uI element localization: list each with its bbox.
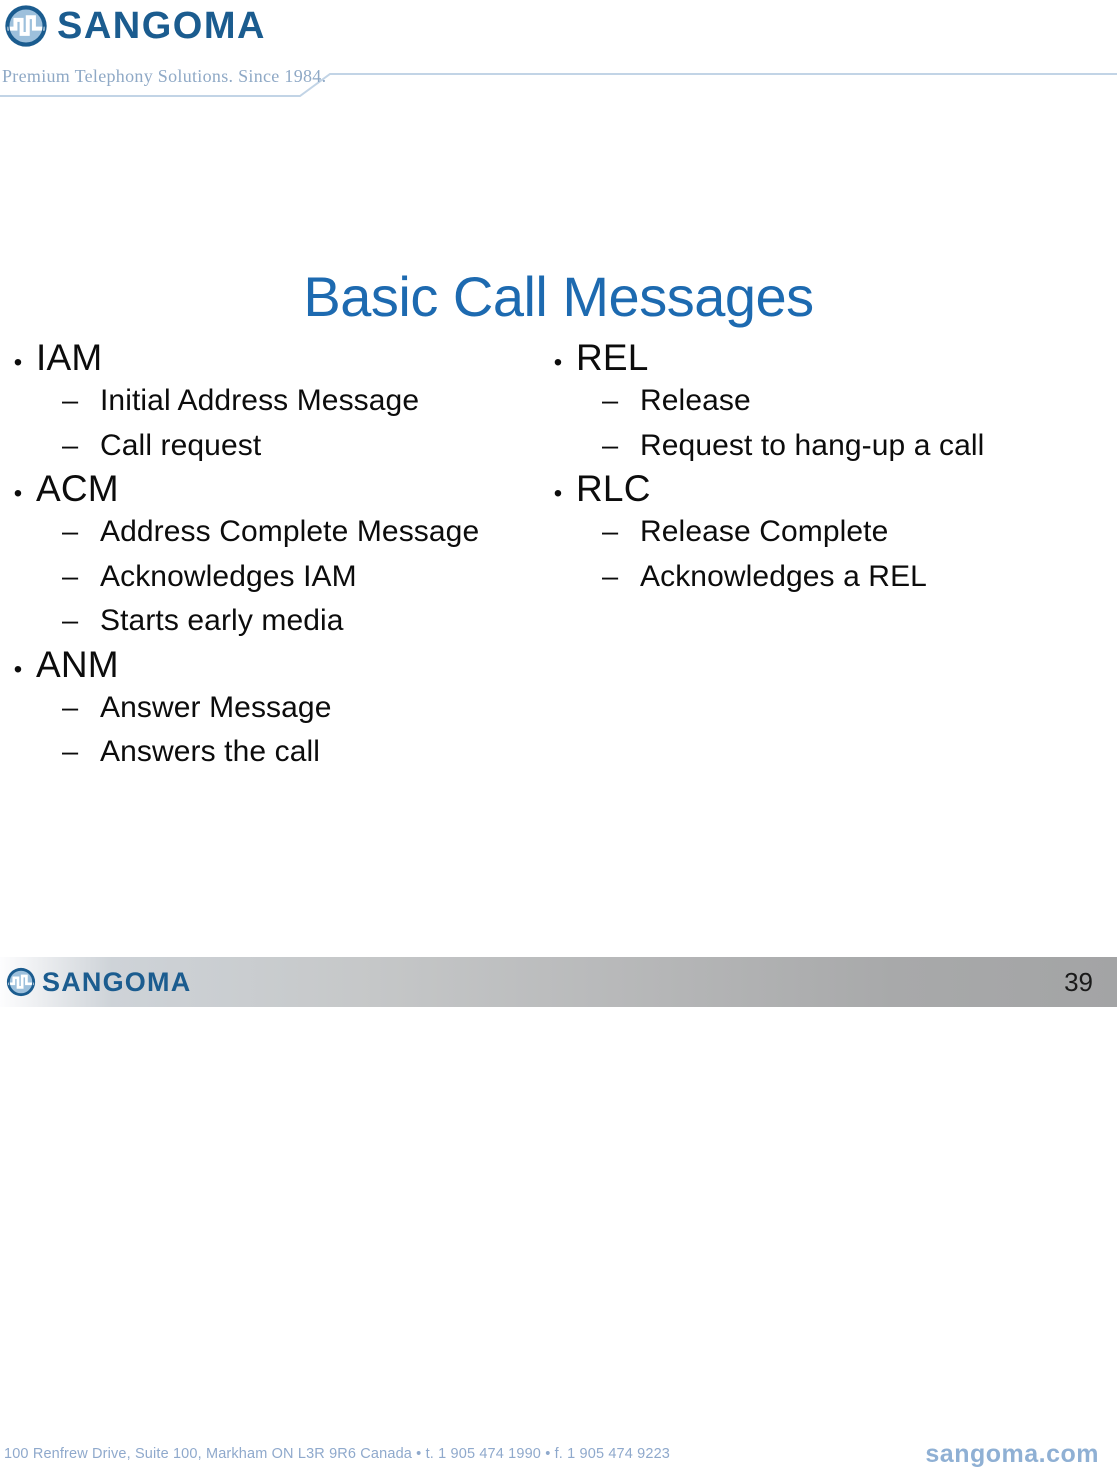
- bullet-dot-icon: •: [553, 349, 563, 376]
- bullet-dot-icon: •: [13, 349, 23, 376]
- dash-icon: –: [62, 736, 79, 768]
- bullet-row-anm: • ANM: [0, 643, 540, 685]
- sub-bullet-label: Initial Address Message: [100, 384, 420, 417]
- list-item: – Acknowledges IAM: [0, 554, 540, 599]
- list-item: – Release Complete: [540, 509, 1080, 554]
- header-brand-name: SANGOMA: [57, 5, 266, 47]
- bullet-row-acm: • ACM: [0, 467, 540, 509]
- page-number: 39: [1064, 967, 1093, 997]
- sub-bullet-label: Starts early media: [100, 604, 344, 637]
- bullet-column-right: • REL – Release – Request to hang-up a c…: [540, 336, 1080, 896]
- header-brand-lockup: SANGOMA: [4, 4, 266, 48]
- dash-icon: –: [602, 385, 619, 417]
- sub-bullet-list: – Answer Message – Answers the call: [0, 685, 540, 774]
- sub-bullet-label: Request to hang-up a call: [640, 428, 985, 462]
- sub-bullet-label: Release Complete: [640, 515, 889, 548]
- list-item: – Release: [540, 378, 1080, 423]
- dash-icon: –: [62, 691, 79, 724]
- list-item: • IAM – Initial Address Message – Call r…: [0, 336, 540, 467]
- list-item: • ANM – Answer Message – Answers the cal…: [0, 643, 540, 774]
- sub-bullet-label: Answers the call: [100, 735, 321, 768]
- list-item: – Address Complete Message: [0, 509, 540, 554]
- page-header: SANGOMA Premium Telephony Solutions. Sin…: [0, 0, 1117, 100]
- sangoma-waveform-circle-icon: [6, 967, 36, 997]
- bullet-label: REL: [576, 337, 649, 378]
- list-item: • REL – Release – Request to hang-up a c…: [540, 336, 1080, 467]
- footer-brand-name: SANGOMA: [42, 966, 192, 997]
- bullet-column-left: • IAM – Initial Address Message – Call r…: [0, 336, 540, 896]
- dash-icon: –: [62, 605, 79, 637]
- bullet-dot-icon: •: [13, 480, 23, 507]
- list-item: – Initial Address Message: [0, 378, 540, 423]
- sangoma-waveform-circle-icon: [5, 5, 47, 47]
- bullet-row-rel: • REL: [540, 336, 1080, 378]
- list-item: • RLC – Release Complete – Acknowledges …: [540, 467, 1080, 598]
- bullet-label: RLC: [576, 468, 651, 509]
- dash-icon: –: [62, 385, 79, 417]
- sub-bullet-label: Call request: [100, 428, 262, 462]
- bullet-list-left: • IAM – Initial Address Message – Call r…: [0, 336, 540, 774]
- bullet-label: ACM: [36, 468, 119, 509]
- list-item: – Call request: [0, 423, 540, 468]
- sub-bullet-label: Answer Message: [100, 690, 332, 724]
- dash-icon: –: [62, 516, 79, 548]
- page-title: Basic Call Messages: [303, 264, 814, 328]
- sub-bullet-label: Acknowledges a REL: [640, 559, 927, 593]
- header-tagline: Premium Telephony Solutions. Since 1984.: [2, 66, 327, 86]
- page-footer: 100 Renfrew Drive, Suite 100, Markham ON…: [0, 1434, 1117, 1474]
- bullet-row-rlc: • RLC: [540, 467, 1080, 509]
- dash-icon: –: [62, 560, 79, 593]
- sub-bullet-list: – Initial Address Message – Call request: [0, 378, 540, 467]
- slide-content: • IAM – Initial Address Message – Call r…: [0, 336, 1117, 896]
- dash-icon: –: [602, 560, 619, 593]
- footer-address-text: 100 Renfrew Drive, Suite 100, Markham ON…: [4, 1446, 671, 1462]
- slide-footer-bar: SANGOMA 39: [0, 957, 1117, 1007]
- footer-brand-lockup: SANGOMA: [6, 967, 191, 997]
- sub-bullet-list: – Address Complete Message – Acknowledge…: [0, 509, 540, 643]
- bullet-row-iam: • IAM: [0, 336, 540, 378]
- list-item: – Request to hang-up a call: [540, 423, 1080, 468]
- list-item: – Answer Message: [0, 685, 540, 730]
- bullet-label: ANM: [36, 643, 119, 685]
- sub-bullet-label: Address Complete Message: [100, 515, 480, 548]
- dash-icon: –: [602, 516, 619, 548]
- list-item: • ACM – Address Complete Message – Ackno…: [0, 467, 540, 643]
- bullet-dot-icon: •: [553, 480, 563, 507]
- sub-bullet-label: Acknowledges IAM: [100, 559, 357, 593]
- bullet-dot-icon: •: [13, 655, 23, 683]
- sub-bullet-list: – Release Complete – Acknowledges a REL: [540, 509, 1080, 598]
- bullet-list-right: • REL – Release – Request to hang-up a c…: [540, 336, 1080, 598]
- list-item: – Answers the call: [0, 729, 540, 774]
- sub-bullet-list: – Release – Request to hang-up a call: [540, 378, 1080, 467]
- sub-bullet-label: Release: [640, 384, 751, 417]
- list-item: – Starts early media: [0, 598, 540, 643]
- dash-icon: –: [62, 429, 79, 462]
- list-item: – Acknowledges a REL: [540, 554, 1080, 599]
- footer-website-url[interactable]: sangoma.com: [925, 1439, 1099, 1468]
- bullet-label: IAM: [36, 337, 103, 378]
- dash-icon: –: [602, 429, 619, 462]
